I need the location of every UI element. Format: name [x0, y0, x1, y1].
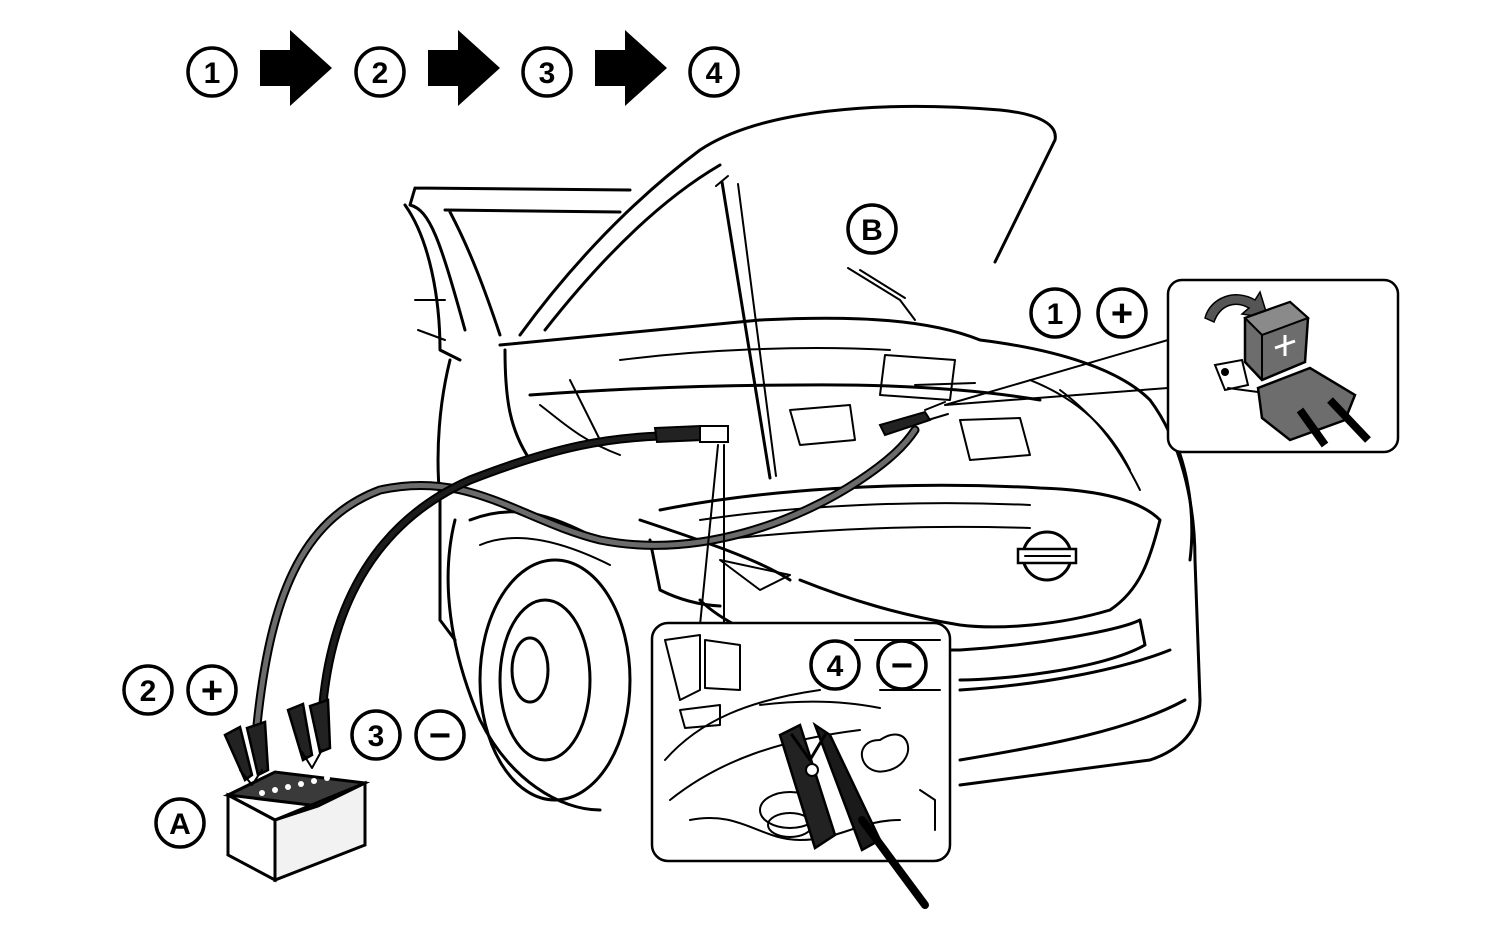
connection-1-polarity: + [1111, 293, 1133, 335]
connection-step-1-positive: 1 + [1029, 287, 1148, 339]
right-arrow-icon [260, 30, 332, 106]
front-grille [658, 483, 1162, 629]
sequence-step-2-label: 2 [372, 57, 389, 90]
connection-1-step: 1 [1047, 298, 1064, 331]
booster-battery [222, 698, 371, 883]
sequence-step-4-label: 4 [706, 57, 723, 90]
connection-4-step: 4 [827, 650, 844, 683]
inset-positive-terminal [1166, 278, 1400, 454]
connection-3-polarity: − [429, 715, 451, 757]
sequence-step-2: 2 [354, 46, 406, 98]
label-a-text: A [169, 808, 191, 841]
sequence-header: 1 2 3 4 [186, 30, 740, 106]
label-b-text: B [861, 214, 883, 247]
sequence-step-1: 1 [186, 46, 238, 98]
negative-clamp-booster [286, 698, 332, 769]
front-wheel [446, 510, 632, 812]
positive-clamp-booster [223, 720, 270, 786]
sequence-step-4: 4 [688, 46, 740, 98]
negative-clamp-vehicle [653, 424, 729, 444]
right-arrow-icon [595, 30, 667, 106]
connection-step-3-negative: 3 − [350, 709, 466, 761]
sequence-step-3-label: 3 [539, 57, 556, 90]
connection-2-step: 2 [140, 675, 157, 708]
sequence-step-3: 3 [521, 46, 573, 98]
connection-step-2-positive: 2 + [122, 664, 238, 716]
connection-step-4-negative: 4 − [809, 639, 928, 691]
negative-cable [317, 431, 665, 720]
connection-4-polarity: − [891, 645, 913, 687]
right-arrow-icon [428, 30, 500, 106]
label-vehicle: B [846, 203, 898, 255]
positive-clamp-vehicle [878, 401, 949, 437]
hood-prop-rod [720, 180, 772, 480]
sequence-step-1-label: 1 [204, 57, 221, 90]
jumper-cables [252, 401, 949, 730]
callout-ground-point [699, 444, 725, 626]
open-hood [518, 104, 1057, 337]
connection-3-step: 3 [368, 720, 385, 753]
label-booster-battery: A [154, 797, 206, 849]
ground-cable-tail [858, 816, 929, 909]
callout-positive-terminal [944, 339, 1169, 406]
brand-logo [1016, 530, 1078, 582]
inset-ground-point [650, 621, 952, 863]
connection-2-polarity: + [201, 670, 223, 712]
